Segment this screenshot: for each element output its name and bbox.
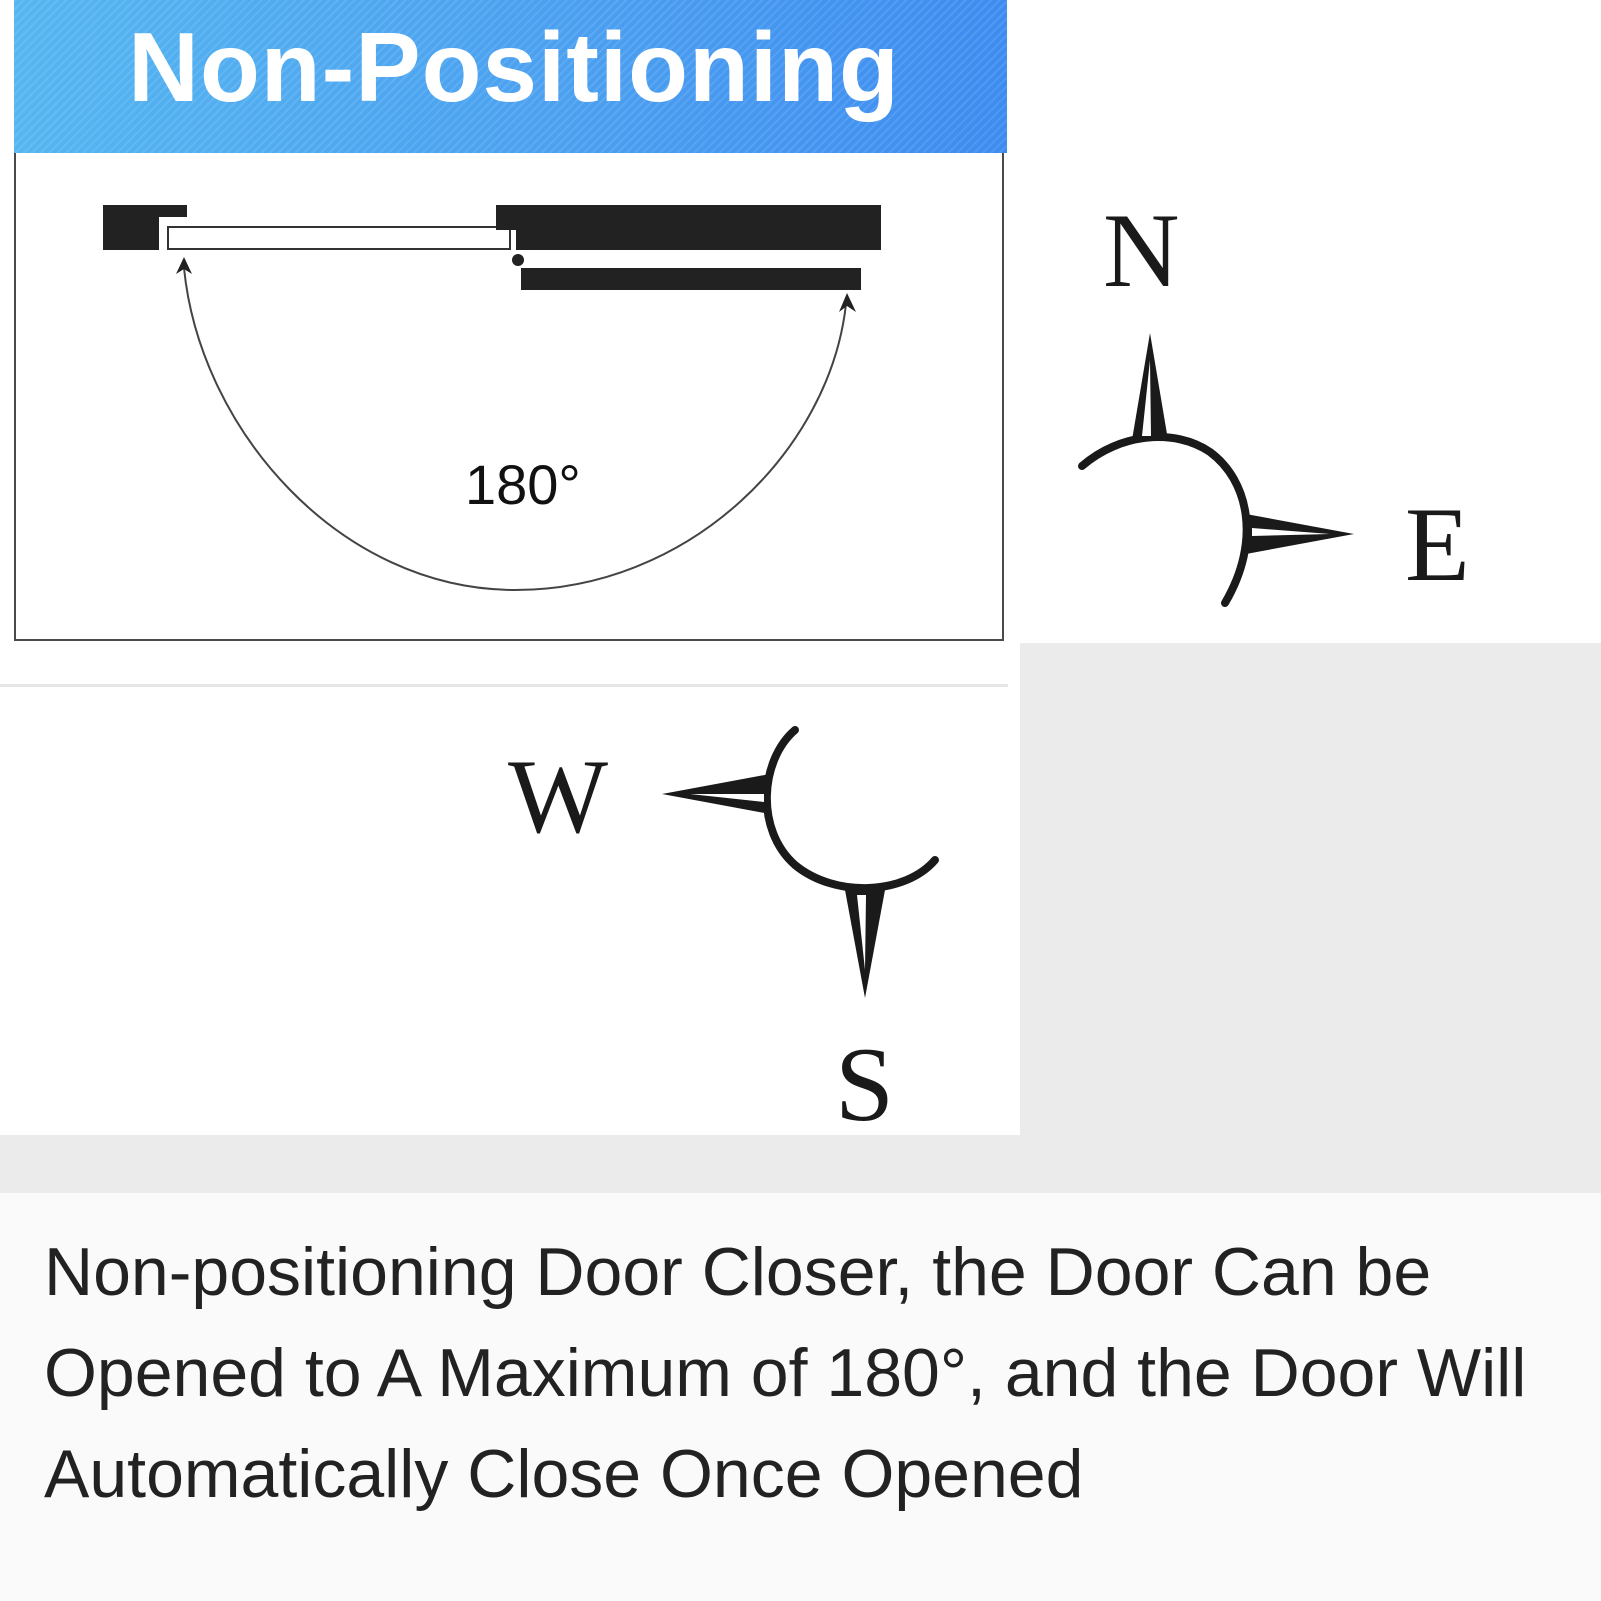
compass-west-label: W	[508, 738, 609, 855]
compass-north-label: N	[1103, 192, 1180, 309]
west-pointer-highlight	[690, 794, 764, 802]
banner-title: Non-Positioning	[128, 12, 900, 122]
arrow-head-left	[176, 257, 192, 274]
caption-text: Non-positioning Door Closer, the Door Ca…	[44, 1234, 1527, 1512]
background-panel	[1020, 643, 1601, 1193]
door-leaf	[167, 226, 511, 250]
swing-arc	[183, 267, 847, 592]
arrow-head-right	[839, 293, 856, 312]
title-banner: Non-Positioning	[14, 0, 1007, 153]
compass-south-label: S	[835, 1026, 894, 1143]
north-pointer-highlight	[1142, 360, 1151, 436]
hinge-pivot	[512, 254, 524, 266]
door-plan-drawing	[103, 205, 881, 592]
south-pointer-highlight	[857, 895, 866, 970]
compass-arc-ne	[1078, 433, 1251, 607]
left-wall	[103, 205, 187, 250]
divider	[0, 684, 1008, 687]
right-wall	[496, 205, 881, 250]
compass-arc-sw	[762, 726, 939, 893]
compass-drawing	[662, 333, 1354, 998]
caption-panel	[0, 1193, 1601, 1601]
background-band	[0, 1135, 1601, 1193]
compass-east-label: E	[1405, 486, 1470, 603]
angle-label: 180°	[465, 453, 581, 516]
east-pointer-highlight	[1252, 528, 1330, 536]
door-leaf-open	[521, 268, 861, 290]
